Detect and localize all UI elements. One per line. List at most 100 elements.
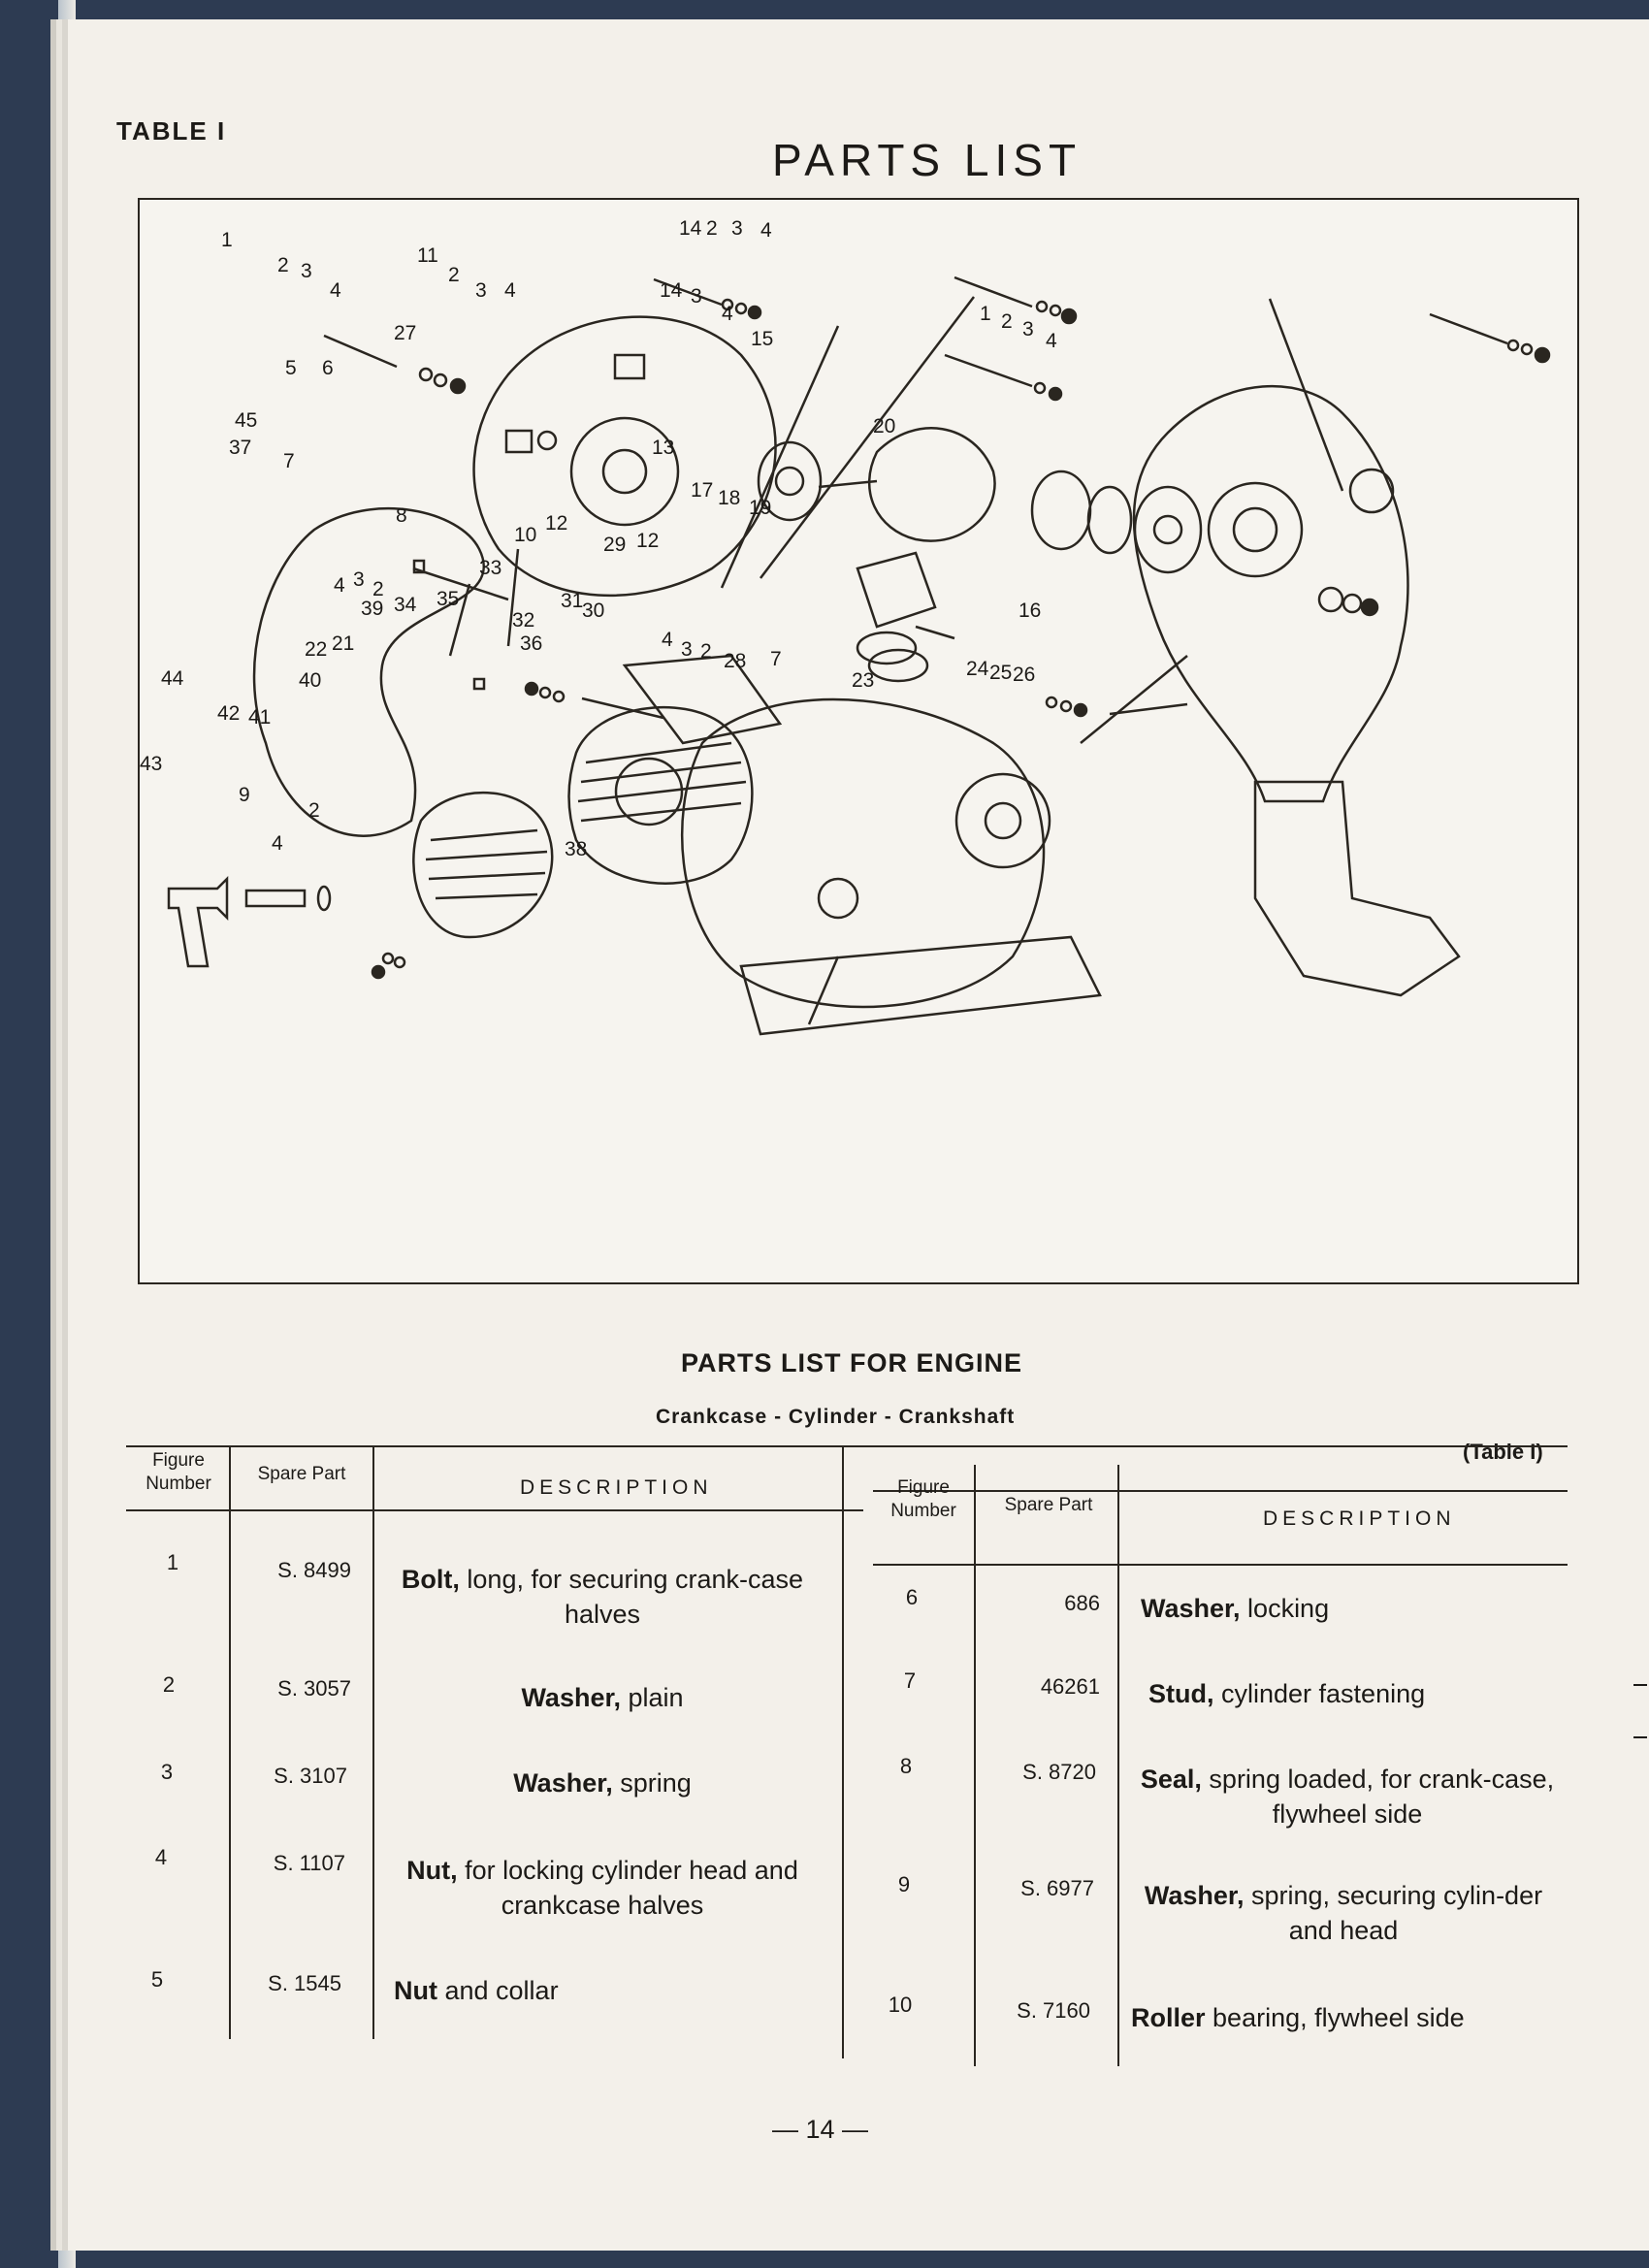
- callout-45: 45: [235, 409, 257, 432]
- cylinder-39: [567, 705, 754, 885]
- right-row-3-rest: spring loaded, for crank-case, flywheel …: [1201, 1765, 1555, 1829]
- washer-2: [418, 367, 434, 382]
- callout-10: 10: [514, 524, 536, 546]
- callout-29: 29: [603, 534, 626, 556]
- callout-labels: 1 2 3 4 11 2 3 4 14 2 3 4 14 3 4 1 2 3 4…: [140, 217, 1057, 860]
- right-row-2-rest: cylinder fastening: [1213, 1679, 1426, 1708]
- right-row-3-fig: 8: [899, 1754, 913, 1778]
- spark-plug-42: [244, 889, 307, 908]
- callout-3c: 3: [731, 217, 743, 240]
- callout-14b: 14: [660, 279, 683, 302]
- parts-list-subcaption: Crankcase - Cylinder - Crankshaft: [656, 1406, 1016, 1428]
- callout-19: 19: [749, 497, 771, 519]
- header-description-left: DESCRIPTION: [520, 1476, 713, 1499]
- table-right-top-rule: [873, 1490, 1568, 1492]
- callout-6: 6: [322, 357, 334, 379]
- right-row-5-bold: Roller: [1131, 2003, 1206, 2032]
- callout-16: 16: [1018, 599, 1041, 622]
- callout-13: 13: [652, 437, 674, 459]
- left-row-4-spare: S. 1107: [273, 1851, 345, 1875]
- callout-4g: 4: [662, 629, 673, 651]
- exploded-engine-diagram: 1 2 3 4 11 2 3 4 14 2 3 4 14 3 4 1 2 3 4…: [138, 198, 1579, 1284]
- left-row-3-spare: S. 3107: [274, 1764, 347, 1788]
- bolt-right: [1429, 312, 1508, 345]
- callout-39: 39: [361, 598, 383, 620]
- crankcase-bore: [569, 416, 680, 527]
- callout-8: 8: [396, 504, 407, 527]
- edge-mark-2: [1633, 1736, 1647, 1738]
- header-figure-line2-right: Number: [890, 1501, 956, 1521]
- roller-bearing-10: [757, 440, 823, 522]
- callout-31: 31: [561, 590, 583, 612]
- callout-20: 20: [873, 415, 895, 437]
- right-row-1-fig: 6: [905, 1585, 919, 1609]
- right-row-3-spare: S. 8720: [1022, 1760, 1096, 1784]
- left-row-3-desc: Washer, spring: [384, 1766, 821, 1800]
- callout-2g: 2: [308, 799, 320, 822]
- left-crankcase-half: [472, 315, 777, 598]
- callout-18: 18: [718, 487, 740, 509]
- callout-2c: 2: [706, 217, 718, 240]
- left-row-4-rest: for locking cylinder head and crankcase …: [457, 1856, 798, 1920]
- right-row-4-desc: Washer, spring, securing cylin-der and h…: [1125, 1878, 1562, 1948]
- callout-40: 40: [299, 669, 321, 692]
- callout-3b: 3: [475, 279, 487, 302]
- right-row-5-rest: bearing, flywheel side: [1205, 2003, 1465, 2032]
- table-left-header-rule: [126, 1509, 863, 1511]
- parts-list-caption: PARTS LIST FOR ENGINE: [681, 1348, 1023, 1377]
- diagram-parts: [167, 275, 1551, 1036]
- right-row-1-spare: 686: [1064, 1591, 1100, 1615]
- left-row-3-fig: 3: [160, 1760, 174, 1784]
- right-row-1-bold: Washer,: [1141, 1594, 1241, 1623]
- callout-17: 17: [691, 479, 713, 502]
- table-right-header-rule: [873, 1564, 1568, 1566]
- left-row-5-spare: S. 1545: [268, 1971, 341, 1995]
- right-row-4-rest: spring, securing cylin-der and head: [1244, 1881, 1543, 1945]
- left-row-1-bold: Bolt,: [401, 1565, 460, 1594]
- bolt-1: [323, 334, 398, 369]
- left-row-3-bold: Washer,: [513, 1768, 613, 1798]
- table-top-rule: [126, 1445, 1568, 1447]
- callout-21: 21: [332, 632, 354, 655]
- cylinder-head-40: [412, 792, 554, 939]
- callout-37: 37: [229, 437, 251, 459]
- callout-35: 35: [436, 588, 459, 610]
- page-number: — 14 —: [772, 2115, 869, 2144]
- header-figure-number-right: Figure Number: [875, 1476, 972, 1523]
- flywheel-fan: [954, 772, 1051, 869]
- table-label: TABLE I: [116, 116, 227, 146]
- callout-3: 3: [301, 260, 312, 282]
- right-row-4-fig: 9: [897, 1872, 911, 1896]
- callout-44: 44: [161, 667, 184, 690]
- swing-arm: [1253, 780, 1461, 997]
- callout-28: 28: [724, 650, 746, 672]
- callout-11: 11: [417, 244, 438, 267]
- left-row-2-spare: S. 3057: [277, 1676, 351, 1701]
- gasket-34: [622, 654, 783, 745]
- callout-15: 15: [751, 328, 773, 350]
- right-row-2-bold: Stud,: [1148, 1679, 1214, 1708]
- callout-30: 30: [582, 599, 604, 622]
- callout-2: 2: [277, 254, 289, 276]
- part-27: [613, 353, 646, 380]
- right-row-2-spare: 46261: [1040, 1674, 1100, 1699]
- callout-24: 24: [966, 658, 989, 680]
- callout-43: 43: [140, 753, 162, 775]
- crankshaft-13: [867, 427, 996, 542]
- right-row-1-desc: Washer, locking: [1141, 1591, 1393, 1626]
- stud-14a: [954, 275, 1033, 308]
- callout-4d: 4: [722, 303, 733, 325]
- col-divider-1: [229, 1447, 231, 2039]
- callout-41: 41: [248, 706, 271, 729]
- callout-38: 38: [565, 838, 587, 860]
- left-row-1-rest: long, for securing crank-case halves: [459, 1565, 804, 1629]
- right-row-4-bold: Washer,: [1144, 1881, 1245, 1910]
- bearing-19: [1133, 485, 1203, 574]
- callout-14: 14: [679, 217, 702, 240]
- seal-17: [1030, 470, 1092, 551]
- header-spare-part-right: Spare Part: [1004, 1495, 1093, 1515]
- plug-cap-43: [167, 875, 229, 968]
- page-title: PARTS LIST: [772, 135, 1083, 185]
- right-row-5-spare: S. 7160: [1017, 1998, 1090, 2023]
- left-row-1-desc: Bolt, long, for securing crank-case halv…: [384, 1562, 821, 1632]
